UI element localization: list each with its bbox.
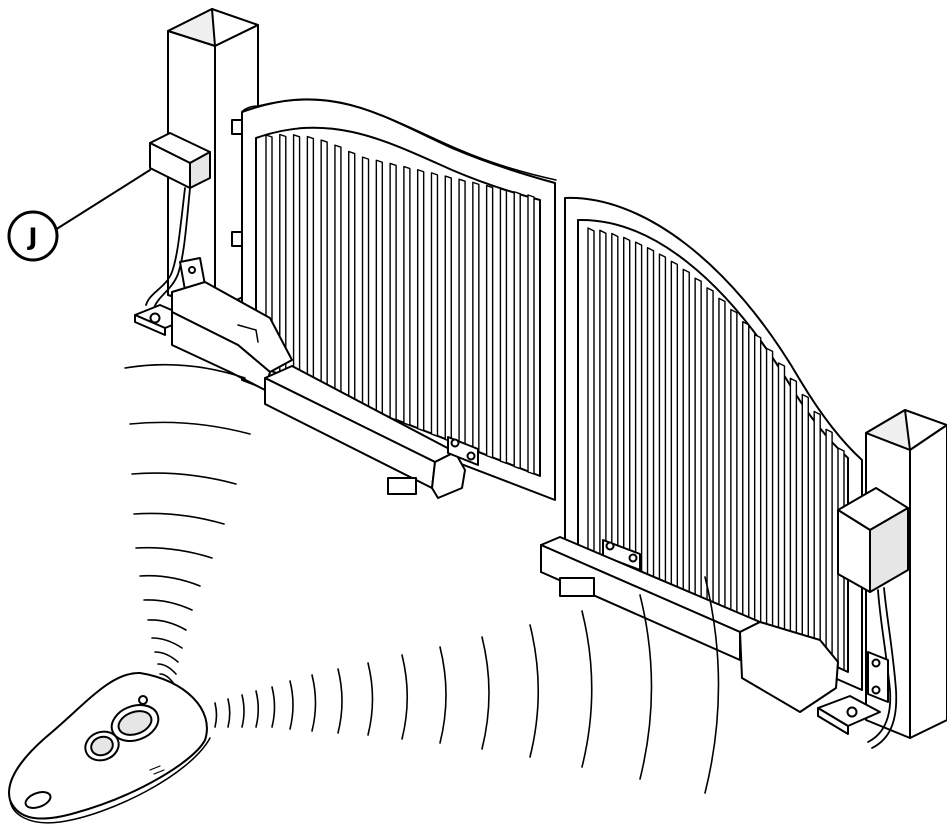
gate-picket	[485, 184, 494, 459]
signal-wave	[401, 654, 409, 740]
gate-picket	[320, 139, 328, 394]
signal-wave	[581, 610, 593, 768]
signal-wave	[154, 651, 179, 663]
signal-wave	[214, 702, 218, 728]
control-box	[145, 132, 211, 309]
gate-picket	[430, 172, 439, 437]
signal-wave	[151, 637, 183, 649]
signal-wave	[143, 599, 193, 611]
gate-picket	[765, 347, 774, 638]
signal-wave	[139, 574, 201, 587]
gate-picket	[348, 150, 356, 405]
gate-picket	[718, 297, 726, 616]
callout-label: J	[27, 223, 38, 251]
signal-wave	[147, 619, 187, 631]
callout-circle	[7, 210, 59, 262]
gate-picket	[292, 134, 301, 383]
gate-picket	[706, 287, 714, 611]
gate-picket	[801, 393, 809, 655]
signal-wave	[337, 668, 343, 734]
gate-picket	[670, 260, 679, 595]
signal-wave	[227, 698, 231, 728]
gate-picket	[658, 253, 667, 589]
gate-picket	[753, 333, 762, 633]
receiver-box	[837, 487, 909, 749]
signal-wave	[271, 686, 276, 728]
gate-picket	[646, 247, 655, 584]
gate-picket	[634, 241, 643, 578]
opener-left	[134, 257, 479, 499]
signal-wave	[255, 690, 260, 728]
signal-wave	[311, 674, 317, 732]
gate-picket	[334, 144, 342, 399]
gate-picket	[458, 178, 466, 448]
gate-picket	[611, 232, 619, 567]
signal-wave	[135, 546, 213, 559]
opener-right	[540, 536, 881, 735]
gate-picket	[587, 227, 595, 556]
gate-picket	[513, 191, 521, 470]
signal-wave	[289, 680, 294, 730]
gate-picket	[416, 169, 425, 432]
gate-picket	[375, 159, 384, 416]
signal-wave	[481, 636, 490, 750]
gate-picket	[403, 165, 411, 426]
gate-picket	[599, 229, 607, 562]
signal-wave	[157, 663, 177, 675]
gate-picket	[361, 156, 370, 410]
signal-wave	[241, 694, 245, 728]
remote-button-large[interactable]	[107, 699, 164, 747]
gate-picket	[499, 187, 508, 464]
signal-wave	[439, 646, 447, 744]
signal-wave	[131, 472, 237, 485]
gate-picket	[825, 428, 833, 666]
gate-picket	[306, 135, 315, 388]
signal-wave	[367, 662, 374, 736]
gate-picket	[444, 175, 452, 443]
callout-j: J	[7, 169, 151, 262]
gate-picket	[813, 410, 821, 660]
gate-right-pickets	[587, 227, 845, 671]
key-ring-hole	[24, 791, 52, 809]
callout-leader-line	[54, 169, 151, 231]
signal-wave	[639, 594, 653, 780]
gate-picket	[789, 377, 798, 649]
gate-picket	[682, 268, 690, 600]
gate-picket	[472, 181, 480, 454]
led-indicator	[138, 695, 148, 705]
gate-picket	[389, 162, 397, 421]
gate-picket	[730, 308, 738, 622]
signal-wave	[124, 363, 246, 379]
remote-button-small[interactable]	[81, 727, 123, 765]
gate-picket	[777, 362, 786, 644]
signal-wave	[129, 421, 251, 435]
gate-picket	[527, 194, 535, 475]
gate-picket	[694, 277, 702, 605]
gate-picket	[623, 236, 631, 573]
signal-wave	[133, 512, 225, 525]
gate-picket	[742, 321, 750, 627]
signal-wave	[704, 576, 720, 794]
gate-left-pickets	[265, 133, 535, 475]
signal-wave	[529, 624, 540, 758]
remote-transmitter	[8, 671, 211, 824]
